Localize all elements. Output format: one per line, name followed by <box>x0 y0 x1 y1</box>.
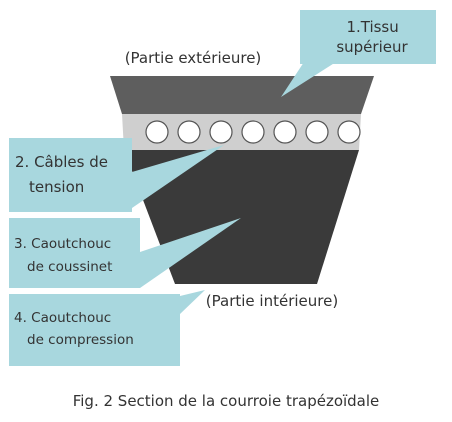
callout-1-pointer <box>281 62 336 97</box>
tension-cable <box>209 120 233 144</box>
callout-3-text: 3. Caoutchouc de coussinet <box>14 236 116 275</box>
top-fabric-layer <box>110 76 374 114</box>
tension-cable <box>241 120 265 144</box>
tension-cable <box>305 120 329 144</box>
callout-3-pointer <box>140 218 241 288</box>
callout-1-text: 1.Tissu supérieur <box>336 18 408 56</box>
tension-cable <box>273 120 297 144</box>
tension-cable <box>177 120 201 144</box>
bottom-label: (Partie intérieure) <box>206 292 338 310</box>
callout-1-box <box>300 10 436 64</box>
tension-cable <box>145 120 169 144</box>
callout-3-box <box>9 218 140 288</box>
tension-cables <box>145 120 361 144</box>
top-label: (Partie extérieure) <box>125 49 262 67</box>
figure-caption: Fig. 2 Section de la courroie trapézoïda… <box>73 392 380 410</box>
tension-cable <box>337 120 361 144</box>
callout-2-text: 2. Câbles de tension <box>15 153 113 196</box>
callout-4-box <box>9 294 180 366</box>
callout-4-pointer <box>180 290 205 314</box>
callout-4-text: 4. Caoutchouc de compression <box>14 310 134 348</box>
callout-2-box <box>9 138 132 212</box>
callout-2-pointer <box>132 145 224 208</box>
